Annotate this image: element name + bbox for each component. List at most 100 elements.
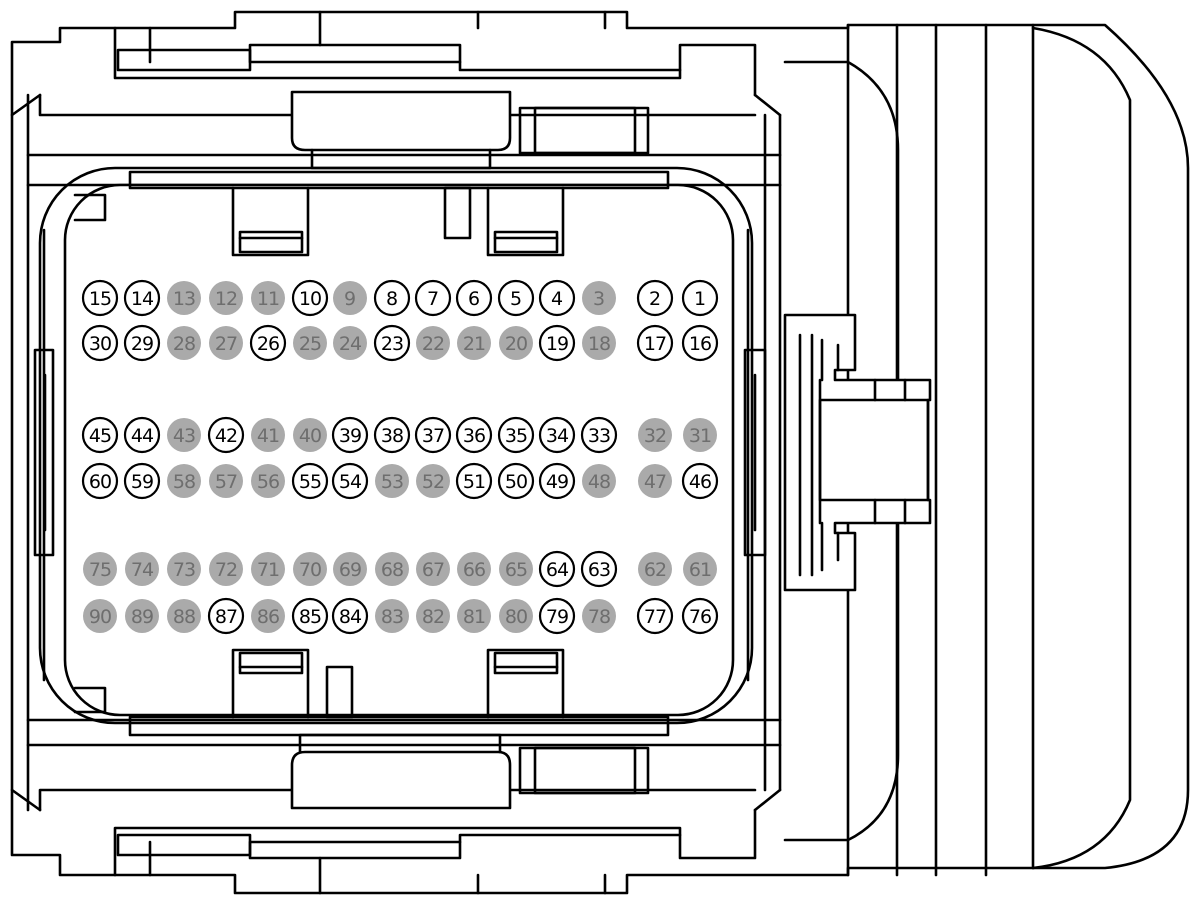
pin-label: 66	[463, 559, 485, 581]
pin-marker	[683, 552, 717, 586]
pin-marker	[375, 599, 409, 633]
pin-label: 13	[173, 288, 195, 310]
pin-marker	[331, 416, 369, 454]
pin-marker	[81, 416, 119, 454]
pin-25: 25	[293, 326, 327, 360]
pin-29: 29	[123, 324, 161, 362]
pin-6: 6	[455, 279, 493, 317]
pin-46: 46	[681, 462, 719, 500]
bottom-rail	[10, 718, 782, 895]
pin-marker	[167, 418, 201, 452]
pin-marker	[207, 416, 245, 454]
pin-72: 72	[209, 552, 243, 586]
pin-label: 85	[299, 606, 321, 628]
pin-marker	[331, 597, 369, 635]
pin-marker	[251, 281, 285, 315]
pin-marker	[497, 462, 535, 500]
pin-label: 48	[588, 471, 610, 493]
pin-label: 12	[215, 288, 237, 310]
pin-marker	[580, 550, 618, 588]
pin-label: 16	[689, 333, 711, 355]
pin-label: 46	[689, 471, 711, 493]
pin-49: 49	[538, 462, 576, 500]
pin-18: 18	[582, 326, 616, 360]
pin-label: 54	[339, 471, 362, 493]
pin-marker	[681, 462, 719, 500]
pin-7: 7	[414, 279, 452, 317]
pin-label: 21	[463, 333, 485, 355]
pin-marker	[582, 599, 616, 633]
pin-label: 40	[299, 425, 321, 447]
pin-label: 14	[131, 288, 154, 310]
pin-73: 73	[167, 552, 201, 586]
pin-label: 67	[422, 559, 444, 581]
pin-35: 35	[497, 416, 535, 454]
pin-marker	[416, 599, 450, 633]
pin-marker	[291, 279, 329, 317]
pin-label: 20	[505, 333, 527, 355]
pin-marker	[167, 599, 201, 633]
pin-40: 40	[293, 418, 327, 452]
pin-51: 51	[455, 462, 493, 500]
pin-label: 19	[546, 333, 568, 355]
pin-label: 76	[689, 606, 711, 628]
pin-marker	[457, 552, 491, 586]
pin-marker	[681, 324, 719, 362]
pin-82: 82	[416, 599, 450, 633]
pin-marker	[538, 550, 576, 588]
pin-marker	[331, 462, 369, 500]
pin-label: 39	[339, 425, 361, 447]
pin-marker	[249, 324, 287, 362]
pin-17: 17	[636, 324, 674, 362]
pin-label: 32	[644, 425, 666, 447]
pin-marker	[333, 552, 367, 586]
pin-13: 13	[167, 281, 201, 315]
pin-marker	[499, 326, 533, 360]
pin-88: 88	[167, 599, 201, 633]
pin-44: 44	[123, 416, 161, 454]
pin-marker	[538, 324, 576, 362]
pin-53: 53	[375, 464, 409, 498]
pin-label: 55	[299, 471, 321, 493]
keying-features	[231, 186, 565, 719]
pin-label: 11	[257, 288, 279, 310]
pin-80: 80	[499, 599, 533, 633]
pin-label: 29	[131, 333, 153, 355]
pin-label: 9	[344, 288, 356, 310]
pin-label: 3	[593, 288, 605, 310]
pin-label: 53	[381, 471, 403, 493]
pin-label: 73	[173, 559, 195, 581]
pin-32: 32	[638, 418, 672, 452]
pin-marker	[681, 597, 719, 635]
pin-marker	[582, 464, 616, 498]
pin-label: 23	[381, 333, 403, 355]
pin-marker	[251, 599, 285, 633]
pin-label: 31	[689, 425, 711, 447]
pin-label: 59	[131, 471, 153, 493]
pin-label: 2	[649, 288, 661, 310]
pin-50: 50	[497, 462, 535, 500]
connector-housing	[10, 10, 1190, 895]
pin-14: 14	[123, 279, 161, 317]
pin-label: 56	[257, 471, 279, 493]
pin-marker	[251, 552, 285, 586]
pin-marker	[167, 552, 201, 586]
pin-label: 22	[422, 333, 444, 355]
pin-label: 38	[381, 425, 403, 447]
pin-label: 90	[89, 606, 111, 628]
pin-61: 61	[683, 552, 717, 586]
pin-89: 89	[125, 599, 159, 633]
pin-marker	[209, 281, 243, 315]
pin-label: 72	[215, 559, 237, 581]
pin-37: 37	[414, 416, 452, 454]
pin-78: 78	[582, 599, 616, 633]
pin-marker	[580, 416, 618, 454]
pin-63: 63	[580, 550, 618, 588]
pin-86: 86	[251, 599, 285, 633]
pin-36: 36	[455, 416, 493, 454]
pin-label: 79	[546, 606, 568, 628]
pin-20: 20	[499, 326, 533, 360]
pin-57: 57	[209, 464, 243, 498]
pin-22: 22	[416, 326, 450, 360]
pin-marker	[123, 324, 161, 362]
